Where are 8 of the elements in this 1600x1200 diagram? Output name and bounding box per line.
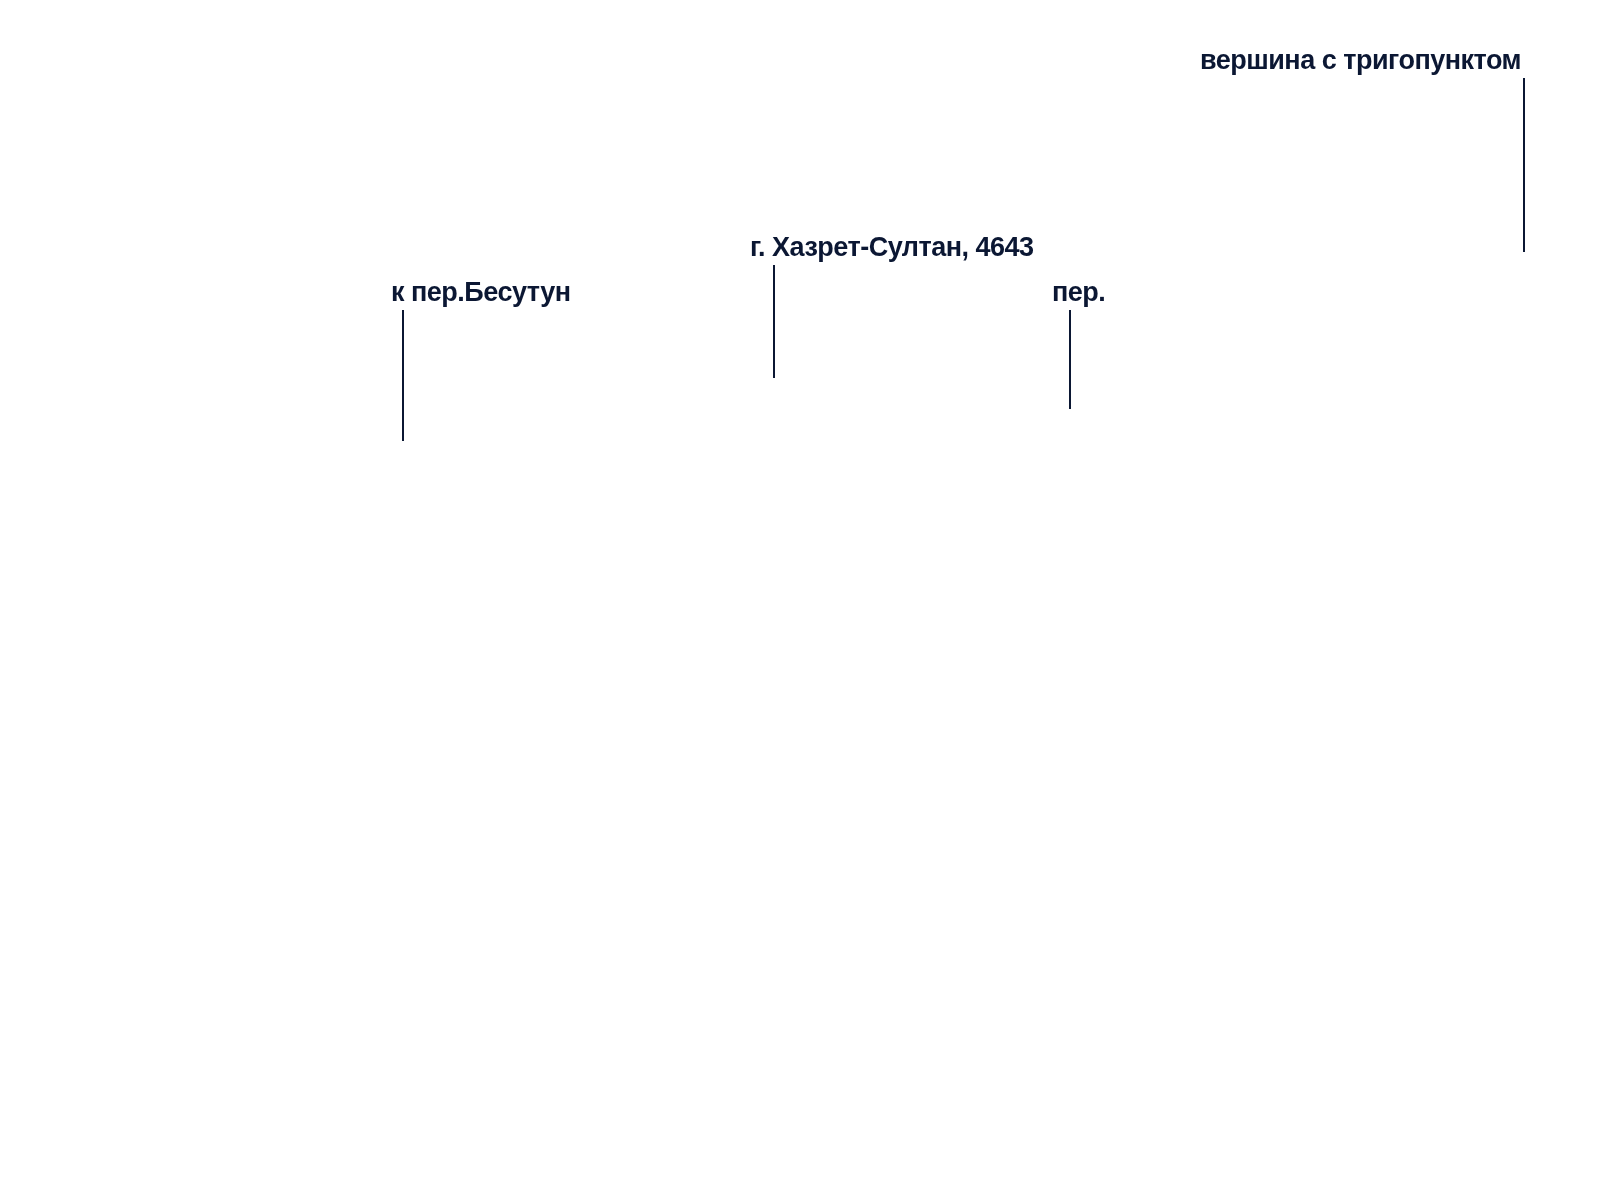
callout-label: вершина с тригопунктом [1200,45,1521,77]
leader-line [773,264,775,379]
callout-label: пер. [1052,277,1106,309]
leader-line [1069,309,1071,410]
leader-line [1523,77,1525,253]
callout-label: к пер.Бесутун [391,277,571,309]
callout-label: г. Хазрет-Султан, 4643 [750,232,1034,264]
leader-line [402,309,404,442]
